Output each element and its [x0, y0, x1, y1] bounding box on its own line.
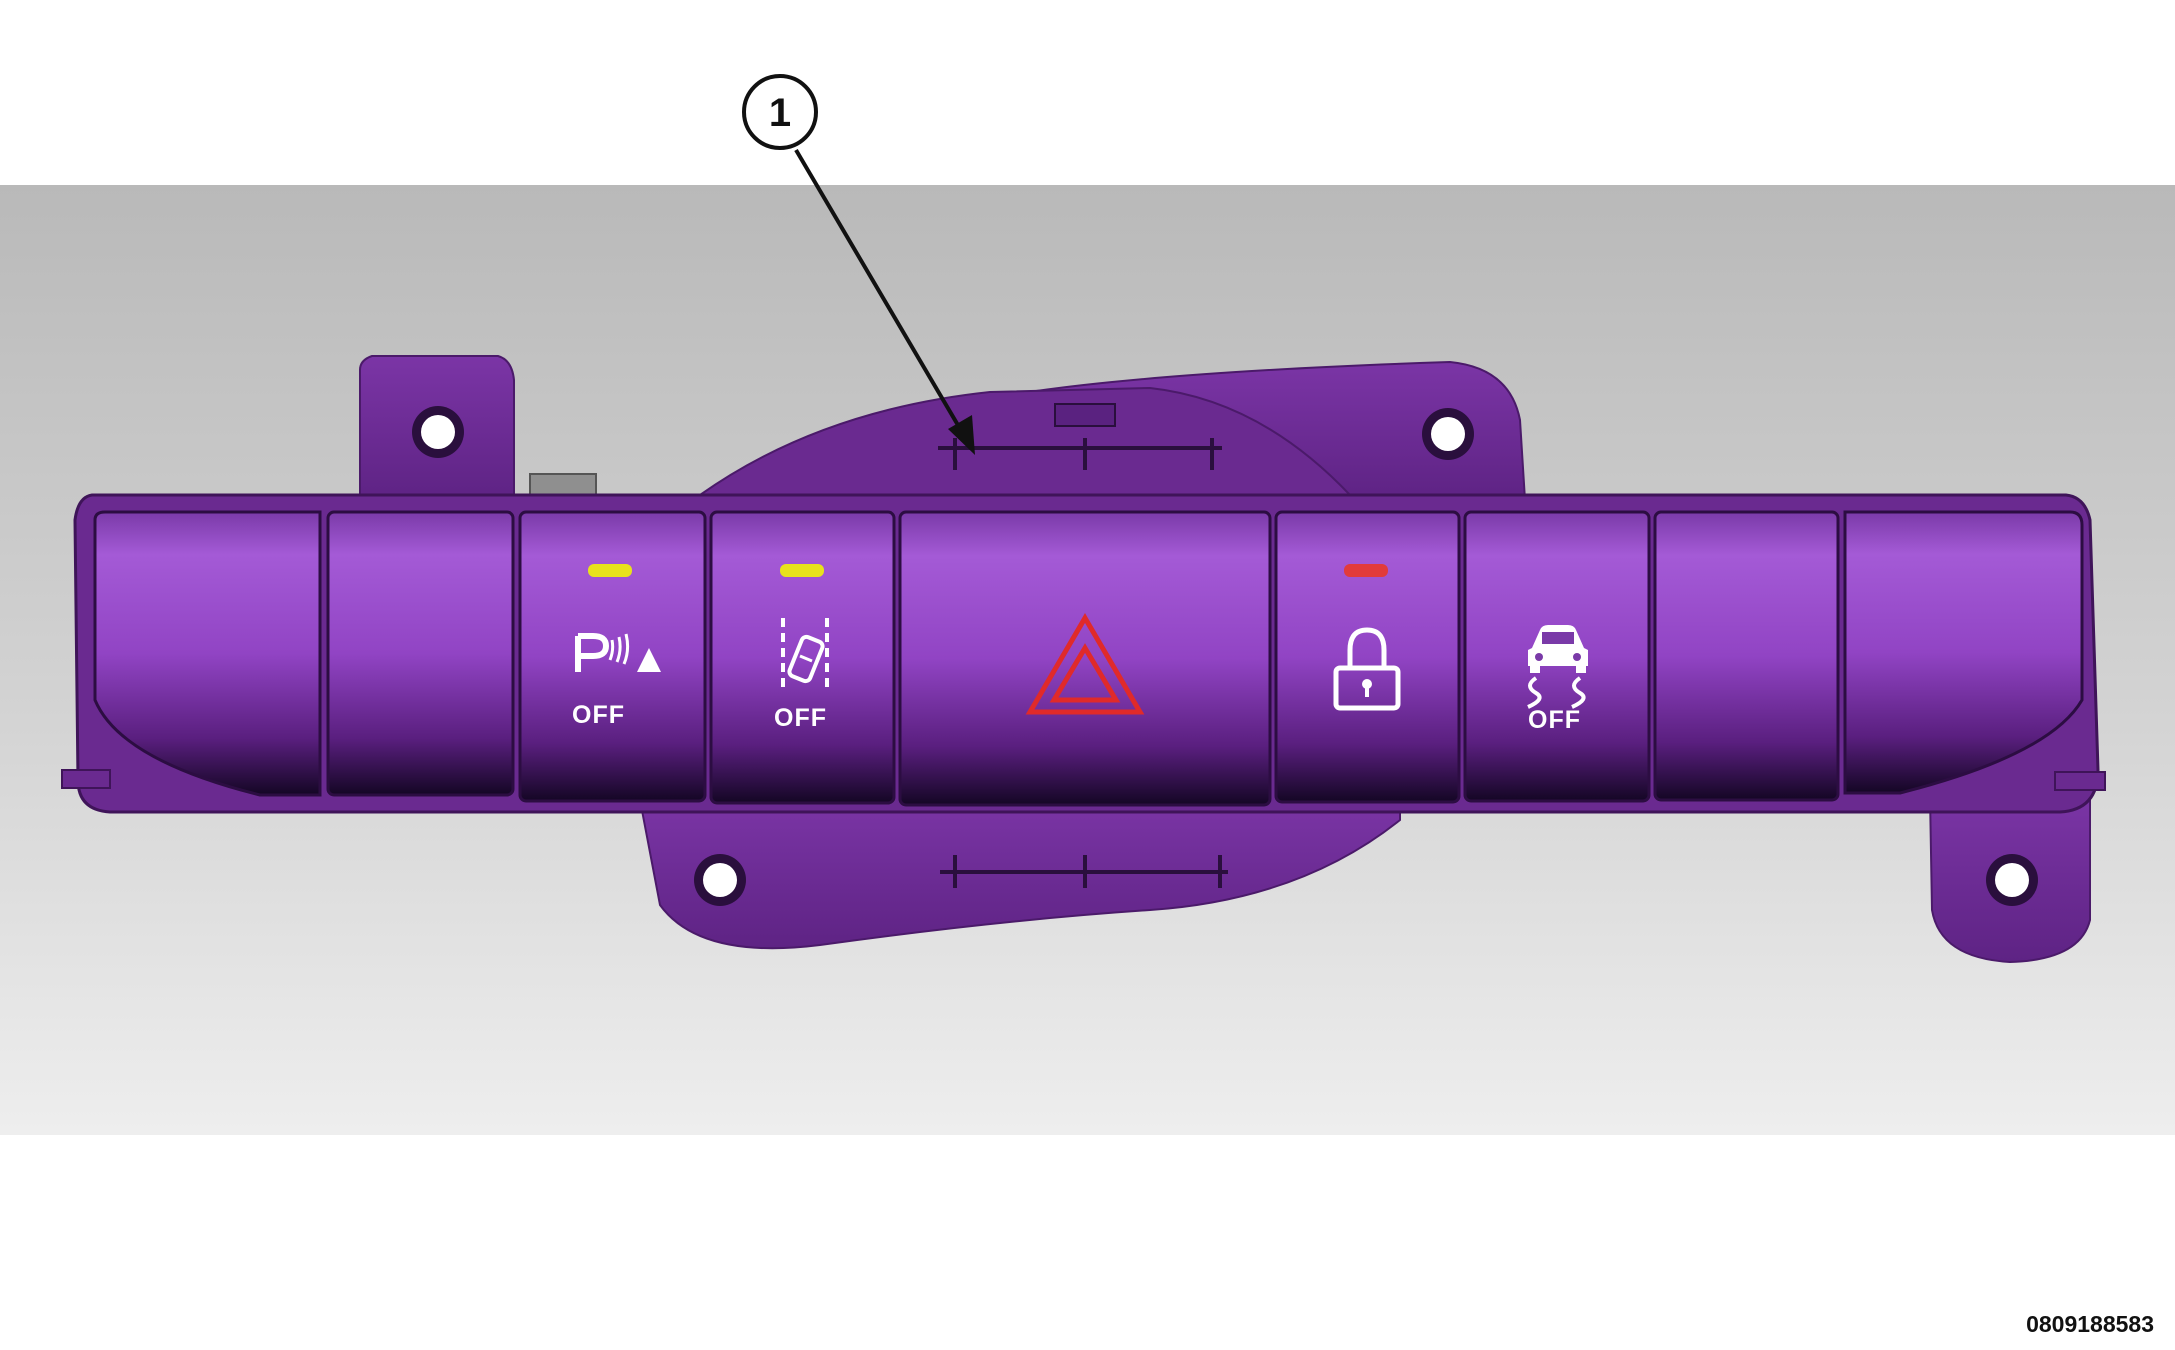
lane-departure-icon: [781, 618, 829, 692]
traction-control-icon: [1527, 625, 1588, 709]
mounting-ear-bottom-right: [1928, 794, 2091, 964]
traction-control-off-label: OFF: [1528, 706, 1581, 734]
button-blank-1[interactable]: [93, 510, 322, 797]
padlock-icon: [1333, 627, 1401, 711]
indicator-led-park-assist: [588, 564, 632, 577]
button-blank-4[interactable]: [1843, 510, 2084, 795]
park-assist-off-label: OFF: [572, 701, 625, 729]
callout-number: 1: [769, 91, 791, 135]
callout-leader: [794, 148, 975, 455]
mounting-ear-top-left: [359, 355, 515, 501]
indicator-led-lane-sense: [780, 564, 824, 577]
button-traction-control[interactable]: OFF: [1463, 510, 1651, 803]
button-row: OFF OFF: [93, 510, 2084, 807]
callout-1: 1: [742, 74, 818, 150]
button-hazard[interactable]: [898, 510, 1272, 807]
hazard-triangle-icon: [1025, 613, 1145, 715]
button-blank-3[interactable]: [1653, 510, 1840, 802]
figure-id: 0809188583: [2026, 1311, 2154, 1337]
button-door-lock[interactable]: [1274, 510, 1461, 804]
button-park-assist[interactable]: OFF: [518, 510, 707, 803]
indicator-led-door-lock: [1344, 564, 1388, 577]
button-lane-sense[interactable]: OFF: [709, 510, 896, 805]
lane-sense-off-label: OFF: [774, 704, 827, 732]
housing-center-top: [696, 386, 1353, 496]
button-blank-2[interactable]: [326, 510, 515, 797]
park-assist-icon: [575, 633, 661, 672]
connector-tab: [529, 473, 597, 497]
housing-center-bottom: [638, 799, 1401, 950]
